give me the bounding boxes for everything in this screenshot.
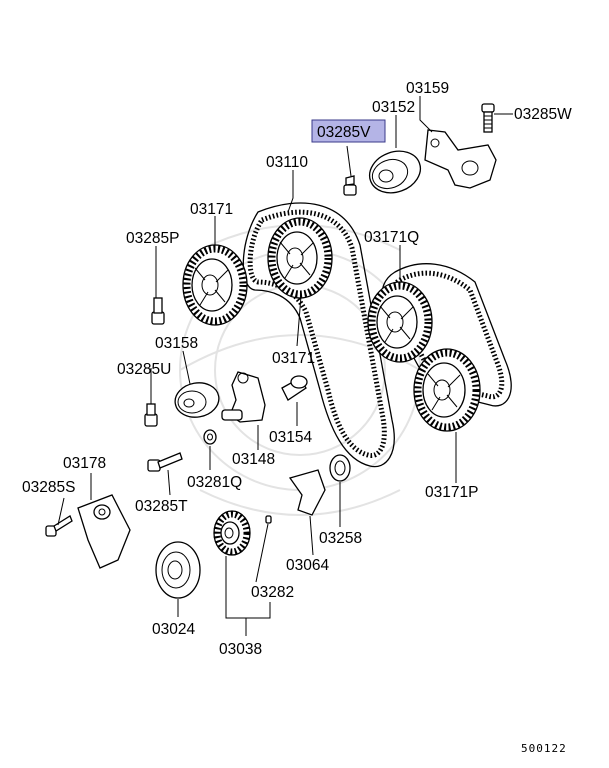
label-03038[interactable]: 03038 bbox=[219, 641, 262, 658]
diagram-code: 500122 bbox=[521, 742, 567, 755]
sensor-plate-03064[interactable] bbox=[288, 469, 326, 516]
label-03178[interactable]: 03178 bbox=[63, 455, 106, 472]
seal-03258[interactable] bbox=[329, 454, 351, 482]
idler-bracket-03159[interactable] bbox=[424, 129, 497, 189]
label-03285s[interactable]: 03285S bbox=[22, 479, 75, 496]
label-03152[interactable]: 03152 bbox=[372, 99, 415, 116]
label-03285v-highlight bbox=[311, 119, 386, 143]
label-03110[interactable]: 03110 bbox=[266, 154, 308, 171]
timing-belt-03110[interactable] bbox=[242, 202, 395, 468]
label-03285v[interactable]: 03285V bbox=[317, 124, 371, 141]
auto-tensioner-03178[interactable] bbox=[77, 494, 131, 569]
tensioner-arm-03148[interactable] bbox=[221, 371, 266, 423]
label-03285w[interactable]: 03285W bbox=[514, 106, 572, 123]
label-03171q[interactable]: 03171Q bbox=[364, 229, 419, 246]
crankshaft-sprocket-03038[interactable] bbox=[213, 510, 251, 556]
label-03285t[interactable]: 03285T bbox=[135, 498, 188, 515]
label-03285u[interactable]: 03285U bbox=[117, 361, 171, 378]
camshaft-sprocket-03171-left[interactable] bbox=[182, 244, 248, 326]
bolt-03285w[interactable] bbox=[481, 103, 495, 133]
label-03158[interactable]: 03158 bbox=[155, 335, 198, 352]
label-03154[interactable]: 03154 bbox=[269, 429, 312, 446]
label-03281q[interactable]: 03281Q bbox=[187, 474, 242, 491]
idler-pulley-03152[interactable] bbox=[364, 144, 427, 199]
part-labels: 03159 03152 03285V 03285W 03110 03171 03… bbox=[22, 80, 572, 658]
crank-flange-03024[interactable] bbox=[155, 541, 201, 599]
bolt-03285t[interactable] bbox=[147, 452, 183, 472]
sprocket-03171p[interactable] bbox=[413, 348, 481, 432]
spacer-03154[interactable] bbox=[281, 375, 308, 401]
label-03148[interactable]: 03148 bbox=[232, 451, 275, 468]
leader-lines bbox=[57, 96, 513, 636]
label-03171-top[interactable]: 03171 bbox=[190, 201, 233, 218]
key-03282[interactable] bbox=[265, 515, 272, 524]
label-03171-mid[interactable]: 03171 bbox=[272, 350, 315, 367]
label-03024[interactable]: 03024 bbox=[152, 621, 195, 638]
washer-03281q[interactable] bbox=[203, 429, 217, 445]
bolt-03285v[interactable] bbox=[343, 175, 357, 196]
bolt-03285u[interactable] bbox=[144, 403, 158, 427]
sprocket-03171q[interactable] bbox=[367, 281, 433, 363]
bolt-03285s[interactable] bbox=[45, 515, 73, 537]
label-03064[interactable]: 03064 bbox=[286, 557, 329, 574]
label-03285p[interactable]: 03285P bbox=[126, 230, 179, 247]
label-03282[interactable]: 03282 bbox=[251, 584, 294, 601]
bolt-03285p[interactable] bbox=[151, 297, 165, 325]
label-03258[interactable]: 03258 bbox=[319, 530, 362, 547]
camshaft-sprocket-03171-center[interactable] bbox=[267, 217, 333, 299]
label-03171p[interactable]: 03171P bbox=[425, 484, 478, 501]
label-03159[interactable]: 03159 bbox=[406, 80, 449, 97]
tensioner-pulley-03158[interactable] bbox=[172, 379, 221, 420]
